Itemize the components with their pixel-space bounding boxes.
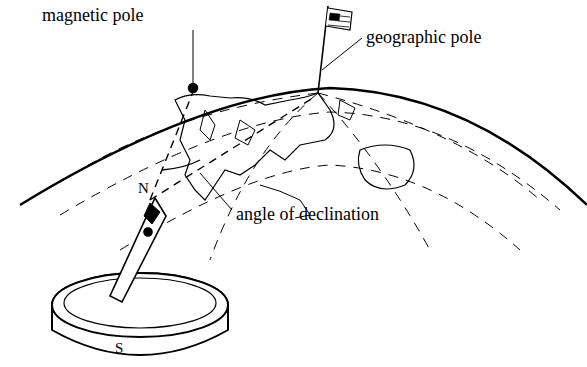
compass-letter: N (138, 180, 149, 197)
pole-label: geographic pole (366, 28, 481, 48)
angle-label: angle of declination (236, 205, 379, 225)
compass-letter: S (115, 340, 123, 357)
pole-label: magnetic pole (42, 6, 143, 26)
